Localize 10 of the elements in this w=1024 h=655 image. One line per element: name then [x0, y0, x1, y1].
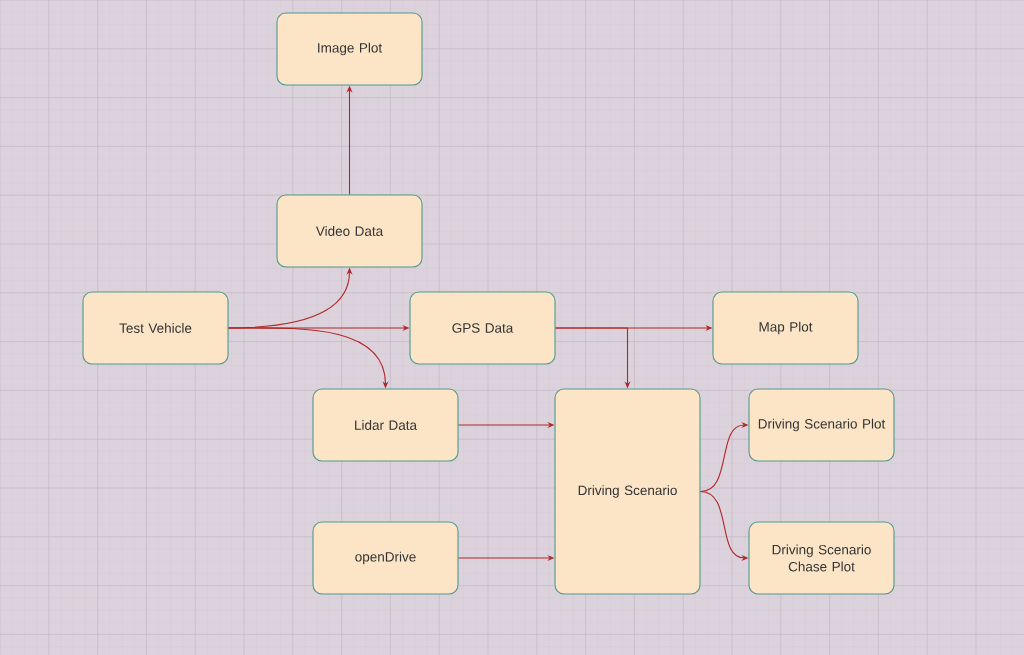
- process-box: openDrive: [312, 521, 459, 595]
- process-box: Map Plot: [712, 291, 859, 365]
- process-box: Test Vehicle: [82, 291, 229, 365]
- process-box: Driving Scenario Plot: [748, 388, 895, 462]
- process-box: Video Data: [276, 194, 423, 268]
- process-box: Driving Scenario Chase Plot: [748, 521, 895, 595]
- process-box: Image Plot: [276, 12, 423, 86]
- process-box: Lidar Data: [312, 388, 459, 462]
- process-box: GPS Data: [409, 291, 556, 365]
- process-box: Driving Scenario: [554, 388, 701, 595]
